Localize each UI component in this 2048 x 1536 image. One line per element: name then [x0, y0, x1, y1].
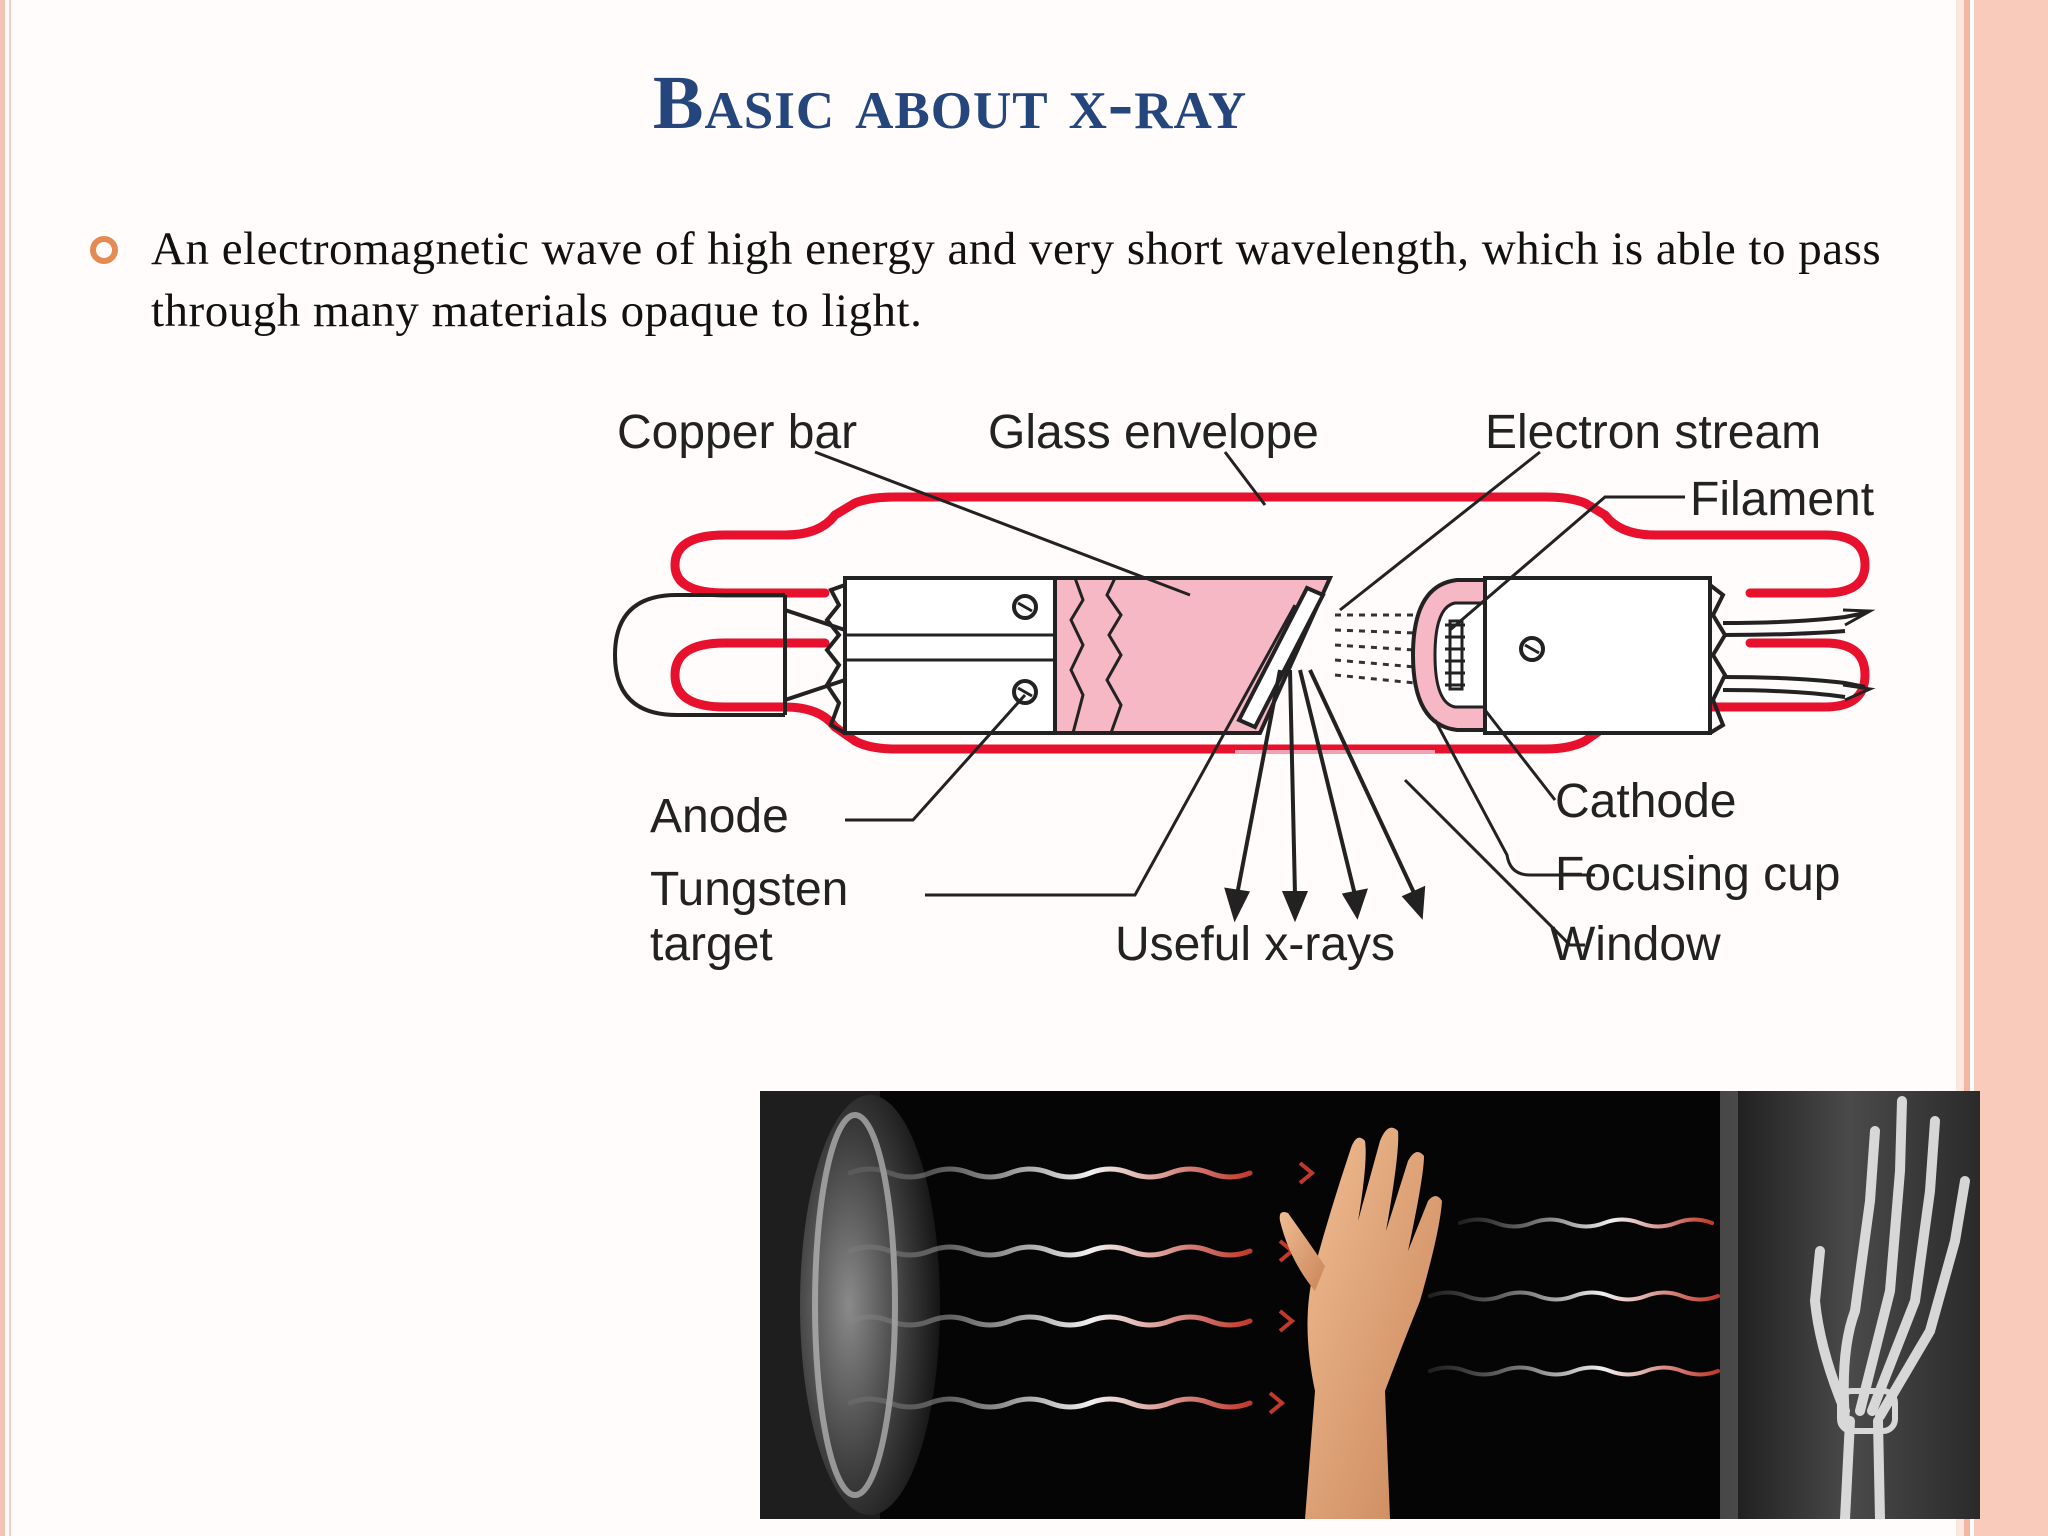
anode-block [824, 576, 1057, 735]
label-window: Window [1550, 918, 1721, 971]
label-copper-bar: Copper bar [617, 406, 857, 459]
xray-tube-svg: Copper bar Glass envelope Electron strea… [612, 406, 1876, 971]
incident-ray-arrowheads [1268, 1161, 1316, 1415]
xray-tube-diagram: Copper bar Glass envelope Electron strea… [595, 385, 1975, 985]
bullet-text: An electromagnetic wave of high energy a… [151, 223, 1882, 337]
label-useful-xrays: Useful x-rays [1115, 918, 1395, 971]
label-glass-envelope: Glass envelope [988, 406, 1319, 459]
anode-bulb [612, 593, 846, 717]
label-filament: Filament [1690, 473, 1874, 526]
leader-lines [814, 450, 1685, 947]
transmitted-rays [1428, 1217, 1720, 1377]
label-tungsten: Tungsten [650, 863, 848, 916]
label-anode: Anode [650, 790, 789, 843]
hand-illustration [1279, 1127, 1442, 1519]
electron-stream [1334, 613, 1416, 685]
label-target: target [650, 918, 773, 971]
label-cathode: Cathode [1555, 775, 1736, 828]
left-border-rule [0, 0, 16, 1536]
bullet-circle-icon [90, 236, 118, 264]
tungsten-target [1236, 585, 1326, 730]
xray-source-disc [760, 1091, 940, 1519]
hand-skeleton-image [1809, 1096, 1970, 1519]
label-electron-stream: Electron stream [1485, 406, 1821, 459]
cathode-block [1483, 576, 1876, 735]
slide-title: Basic about x-ray [652, 61, 1248, 145]
incident-rays [847, 1166, 1253, 1410]
xray-hand-illustration [760, 1091, 1980, 1519]
xray-hand-svg [760, 1091, 1980, 1519]
useful-xray-arrows [1224, 669, 1426, 923]
focusing-cup [1410, 578, 1487, 732]
label-focusing-cup: Focusing cup [1555, 848, 1841, 901]
